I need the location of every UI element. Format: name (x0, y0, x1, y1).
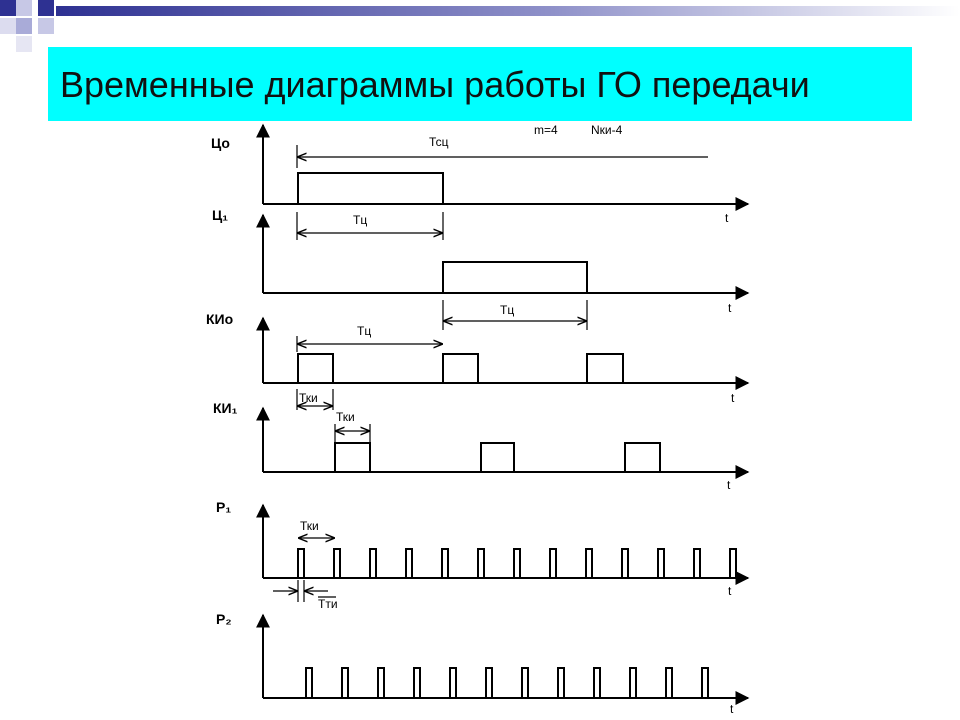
p1-pulse-5 (441, 548, 449, 578)
params-n: Nки-4 (591, 123, 623, 137)
signal-labels: Цо Ц₁ КИо КИ₁ Р₁ Р₂ (206, 135, 238, 627)
t-label-p1: t (728, 584, 732, 598)
label-ki1: КИ₁ (213, 400, 238, 416)
label-c0: Цо (211, 135, 230, 151)
annotation-tki-2: Тки (336, 410, 355, 424)
p2-pulse-6 (485, 667, 493, 698)
waveforms (297, 172, 737, 698)
annotation-tc-3: Тц (357, 324, 371, 338)
p1-pulse-1 (297, 548, 305, 578)
slide-title: Временные диаграммы работы ГО передачи (60, 64, 810, 105)
corner-square-light-5 (16, 36, 32, 52)
p1-pulse-3 (369, 548, 377, 578)
t-label-ki1: t (727, 478, 731, 492)
p2-pulse-2 (341, 667, 349, 698)
p2-pulse-1 (305, 667, 313, 698)
waveform-c1 (442, 261, 588, 293)
title-bar (48, 47, 912, 121)
dimension-lines (273, 145, 708, 602)
p2-pulse-4 (413, 667, 421, 698)
label-p2: Р₂ (216, 611, 232, 627)
label-p1: Р₁ (216, 499, 231, 515)
label-c1: Ц₁ (212, 207, 228, 223)
p1-pulse-11 (657, 548, 665, 578)
p2-pulse-5 (449, 667, 457, 698)
corner-square-dark-2 (38, 0, 54, 16)
p2-pulse-8 (557, 667, 565, 698)
annotation-labels: m=4 Nки-4 Тсц Тц Тц Тц Тки Тки Тки Тти (299, 123, 623, 611)
waveform-p2 (305, 667, 709, 698)
p1-pulse-9 (585, 548, 593, 578)
t-label-c1: t (728, 301, 732, 315)
p1-pulse-8 (549, 548, 557, 578)
annotation-tc-2: Тц (500, 303, 514, 317)
p1-pulse-6 (477, 548, 485, 578)
waveform-ki0 (297, 353, 624, 383)
params-m: m=4 (534, 123, 558, 137)
p1-pulse-10 (621, 548, 629, 578)
annotation-tc-1: Тц (353, 213, 367, 227)
corner-square-dark-1 (0, 0, 16, 16)
corner-square-light-3 (38, 18, 54, 34)
p2-pulse-9 (593, 667, 601, 698)
t-label-c0: t (725, 211, 729, 225)
t-label-ki0: t (731, 391, 735, 405)
annotation-tsc: Тсц (429, 135, 449, 149)
p2-pulse-10 (629, 667, 637, 698)
p1-pulse-13 (729, 548, 737, 578)
p2-pulse-12 (701, 667, 709, 698)
axes (256, 123, 750, 705)
p1-pulse-12 (693, 548, 701, 578)
annotation-tti: Тти (318, 597, 338, 611)
p2-pulse-3 (377, 667, 385, 698)
corner-square-light-1 (16, 0, 32, 16)
p1-pulse-2 (333, 548, 341, 578)
waveform-p1 (297, 548, 737, 578)
waveform-c0 (297, 172, 444, 204)
annotation-tki-3: Тки (300, 519, 319, 533)
annotation-tki-1: Тки (299, 391, 318, 405)
p2-pulse-7 (521, 667, 529, 698)
t-label-p2: t (730, 702, 734, 716)
waveform-ki1 (334, 442, 661, 472)
corner-square-light-2 (16, 18, 32, 34)
p1-pulse-7 (513, 548, 521, 578)
time-axis-labels: t t t t t t (725, 211, 735, 716)
corner-square-light-4 (0, 18, 16, 34)
p2-pulse-11 (665, 667, 673, 698)
p1-pulse-4 (405, 548, 413, 578)
label-ki0: КИо (206, 311, 233, 327)
header-gradient-bar (56, 6, 960, 16)
